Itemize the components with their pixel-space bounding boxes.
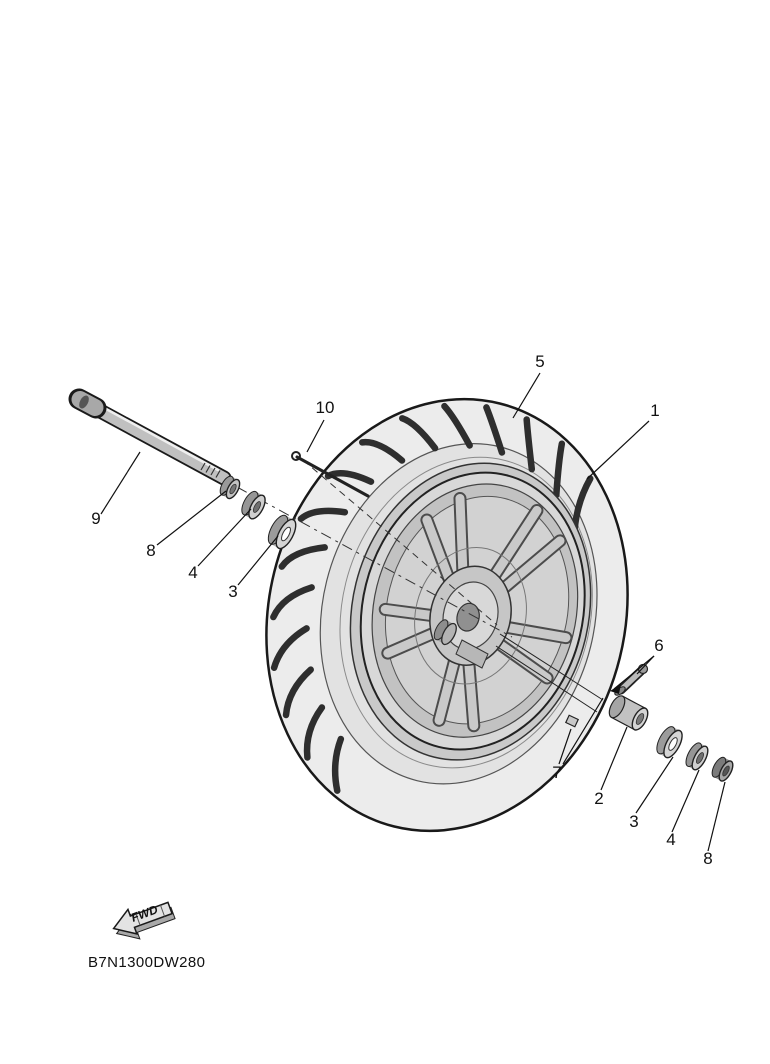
collar-left <box>219 475 241 500</box>
collar-right <box>711 756 734 782</box>
axle-threads <box>200 462 221 478</box>
callout-7: 7 <box>552 763 561 782</box>
bearing-right <box>656 726 683 759</box>
leader-8-right <box>707 781 726 852</box>
wheel-axle <box>68 388 232 486</box>
axle-stub <box>433 619 457 646</box>
leader-5 <box>512 372 541 419</box>
leader-6-arrowhead <box>610 684 621 694</box>
callout-4-left: 4 <box>188 563 197 582</box>
leader-2 <box>600 726 628 791</box>
bearing-left <box>267 514 297 550</box>
hub-to-spacer-line <box>499 633 604 701</box>
leader-10 <box>306 419 325 453</box>
fwd-arrow-stripes <box>135 904 166 926</box>
leader-9 <box>100 451 141 515</box>
callout-10: 10 <box>316 398 335 417</box>
callout-8-left: 8 <box>146 541 155 560</box>
hub-to-bearing-line <box>495 645 598 713</box>
leader-6b <box>613 655 655 690</box>
callout-9: 9 <box>91 509 100 528</box>
fwd-arrow <box>112 901 174 935</box>
leader-7a <box>558 728 572 765</box>
figure-code: B7N1300DW280 <box>88 954 205 971</box>
leader-8-left <box>156 490 227 546</box>
callout-labels: 5 10 1 9 8 4 3 6 7 2 3 4 8 <box>91 352 712 868</box>
callout-3-right: 3 <box>629 812 638 831</box>
callout-3-left: 3 <box>228 582 237 601</box>
callout-2: 2 <box>594 789 603 808</box>
part10-alignment-line <box>302 459 498 626</box>
leader-3-right <box>635 756 674 814</box>
leader-3-left <box>237 535 279 586</box>
front-wheel <box>265 397 629 833</box>
hub-bracket <box>455 639 489 669</box>
retainer-pin <box>291 451 370 498</box>
oil-seal-left <box>241 490 266 520</box>
leader-4-right <box>671 769 700 833</box>
leader-4-left <box>197 508 252 567</box>
callout-4-right: 4 <box>666 830 675 849</box>
tire-sidewall-ring <box>339 456 593 769</box>
balance-weight <box>564 714 580 728</box>
axle-centerline <box>236 486 513 638</box>
spacer-collar <box>608 695 649 731</box>
leader-1 <box>586 420 650 480</box>
callout-6: 6 <box>654 636 663 655</box>
callout-5: 5 <box>535 352 544 371</box>
hub-bolt-ring <box>414 546 527 685</box>
fwd-direction-marker: FWD <box>112 901 176 940</box>
tire-tread-pattern <box>270 402 594 794</box>
leader-lines <box>100 372 726 852</box>
leader-7b <box>562 697 604 765</box>
callout-8-right: 8 <box>703 849 712 868</box>
axle-hex-socket <box>79 395 89 409</box>
rim-spokes <box>378 491 573 733</box>
callout-1: 1 <box>650 401 659 420</box>
oil-seal-right <box>685 742 709 771</box>
